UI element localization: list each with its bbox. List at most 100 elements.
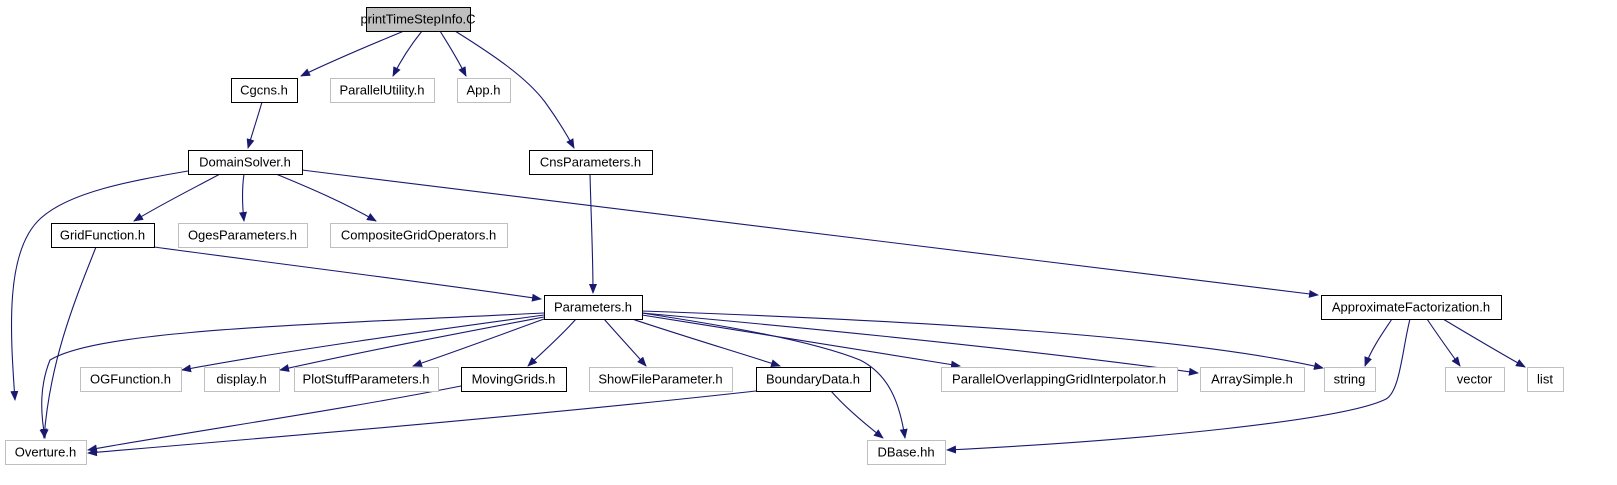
node-vector: vector (1445, 367, 1505, 392)
node-label: ArraySimple.h (1211, 372, 1293, 387)
node-gridfunction[interactable]: GridFunction.h (50, 222, 156, 249)
node-box (1320, 294, 1503, 321)
node-box (457, 78, 511, 103)
edge-approximatefactorization-to-string (1364, 318, 1393, 367)
node-label: display.h (216, 372, 266, 387)
node-boundarydata[interactable]: BoundaryData.h (755, 366, 872, 393)
edges-layer (10, 30, 1526, 457)
edge-parameters-to-movinggrids (527, 318, 577, 367)
node-box (1200, 367, 1305, 392)
node-box (5, 440, 87, 465)
edge-approximatefactorization-to-vector (1426, 318, 1461, 367)
node-box (365, 6, 472, 33)
edge-cgcns-to-domainsolver (246, 101, 263, 149)
node-label: ParallelUtility.h (339, 83, 424, 98)
node-cgcns[interactable]: Cgcns.h (230, 77, 299, 104)
node-string: string (1324, 367, 1376, 392)
node-display: display.h (204, 367, 280, 392)
node-box (178, 223, 308, 248)
edge-boundarydata-to-overture (87, 390, 757, 457)
node-box (80, 367, 182, 392)
node-box (867, 440, 946, 465)
edge-movinggrids-to-overture (87, 385, 462, 453)
node-box (294, 367, 439, 392)
node-box (187, 149, 304, 176)
edge-domainsolver-to-overture (10, 170, 189, 401)
node-overture: Overture.h (5, 440, 87, 465)
node-box (755, 366, 872, 393)
node-domainsolver[interactable]: DomainSolver.h (187, 149, 304, 176)
node-box (330, 78, 435, 103)
edge-domainsolver-to-compositegridoperators (275, 173, 377, 222)
node-label: DBase.hh (877, 445, 934, 460)
node-box (589, 367, 733, 392)
edge-parameters-to-dbase (641, 312, 908, 439)
node-box (1527, 367, 1564, 392)
node-cnsparameters[interactable]: CnsParameters.h (528, 149, 654, 176)
edge-parameters-to-string (641, 310, 1324, 370)
edge-parameters-to-overture (39, 312, 545, 439)
node-label: ParallelOverlappingGridInterpolator.h (952, 372, 1166, 387)
node-label: MovingGrids.h (472, 372, 556, 387)
node-box (230, 77, 299, 104)
edge-parameters-to-display (279, 316, 545, 372)
node-label: DomainSolver.h (199, 155, 291, 170)
node-label: OgesParameters.h (188, 228, 297, 243)
node-parallelutility: ParallelUtility.h (330, 78, 435, 103)
node-approximatefactorization[interactable]: ApproximateFactorization.h (1320, 294, 1503, 321)
node-ogfunction: OGFunction.h (80, 367, 182, 392)
edge-approximatefactorization-to-list (1442, 318, 1526, 368)
nodes-layer: printTimeStepInfo.C Cgcns.h ParallelUtilit… (5, 6, 1564, 465)
node-label: PlotStuffParameters.h (303, 372, 430, 387)
node-label: App.h (467, 83, 501, 98)
node-root: printTimeStepInfo.C (360, 6, 476, 33)
node-list: list (1527, 367, 1564, 392)
node-dbase: DBase.hh (867, 440, 946, 465)
edge-parameters-to-arraysimple (641, 312, 1199, 376)
node-box (330, 223, 508, 248)
edge-parameters-to-parallelinterp (641, 314, 961, 369)
node-label: list (1537, 372, 1553, 387)
node-label: CnsParameters.h (540, 155, 641, 170)
edge-domainsolver-to-gridfunction (133, 173, 221, 222)
edge-parameters-to-plotstuffparameters (412, 318, 545, 367)
edge-parameters-to-boundarydata (631, 318, 781, 368)
edge-gridfunction-to-overture (40, 246, 97, 439)
node-box (204, 367, 280, 392)
node-movinggrids[interactable]: MovingGrids.h (460, 366, 568, 393)
node-label: BoundaryData.h (766, 372, 860, 387)
node-label: Parameters.h (554, 300, 632, 315)
edge-root-to-cgcns (300, 30, 405, 77)
node-label: string (1334, 372, 1366, 387)
edge-root-to-cnsparameters (454, 30, 575, 149)
node-box (941, 367, 1178, 392)
node-box (50, 222, 156, 249)
node-arraysimple: ArraySimple.h (1200, 367, 1305, 392)
node-label: ApproximateFactorization.h (1332, 300, 1490, 315)
node-box (1324, 367, 1376, 392)
node-compositegridoperators: CompositeGridOperators.h (330, 223, 508, 248)
node-box (543, 294, 644, 321)
node-label: CompositeGridOperators.h (341, 228, 496, 243)
node-ogesparameters: OgesParameters.h (178, 223, 308, 248)
node-label: printTimeStepInfo.C (360, 12, 475, 27)
node-label: vector (1457, 372, 1493, 387)
edge-approximatefactorization-to-dbase (946, 318, 1411, 454)
edge-parameters-to-showfileparameter (603, 318, 647, 367)
node-label: ShowFileParameter.h (598, 372, 722, 387)
node-showfileparameter: ShowFileParameter.h (589, 367, 733, 392)
node-label: GridFunction.h (60, 228, 145, 243)
edge-root-to-app (439, 30, 467, 77)
edge-parameters-to-ogfunction (181, 314, 545, 373)
node-label: Cgcns.h (240, 83, 288, 98)
node-parameters[interactable]: Parameters.h (543, 294, 644, 321)
edge-gridfunction-to-parameters (153, 246, 542, 302)
edge-cnsparameters-to-parameters (588, 173, 597, 294)
node-box (460, 366, 568, 393)
node-box (1445, 367, 1505, 392)
node-plotstuffparameters: PlotStuffParameters.h (294, 367, 439, 392)
node-app: App.h (457, 78, 511, 103)
node-label: OGFunction.h (90, 372, 171, 387)
edge-domainsolver-to-ogesparameters (239, 173, 247, 222)
